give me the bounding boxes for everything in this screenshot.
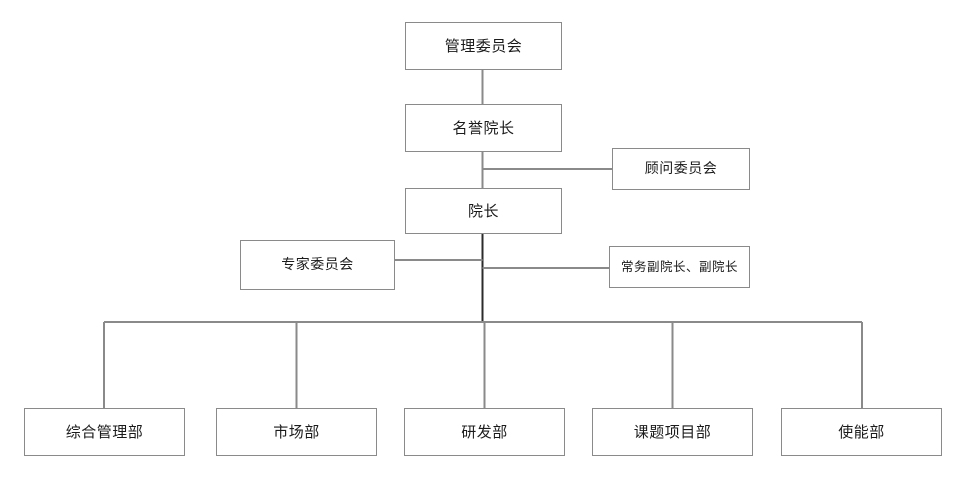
- node-dean-label: 院长: [467, 201, 499, 220]
- node-dept-project[interactable]: 课题项目部: [592, 408, 753, 456]
- node-vice-deans[interactable]: 常务副院长、副院长: [609, 246, 750, 288]
- node-dept-project-label: 课题项目部: [633, 422, 712, 441]
- node-expert-committee-label: 专家委员会: [281, 257, 354, 273]
- node-dept-general-management[interactable]: 综合管理部: [24, 408, 185, 456]
- node-dept-rd[interactable]: 研发部: [404, 408, 565, 456]
- node-honorary-dean-label: 名誉院长: [452, 118, 515, 137]
- node-honorary-dean[interactable]: 名誉院长: [405, 104, 562, 152]
- node-dean[interactable]: 院长: [405, 188, 562, 234]
- node-management-committee[interactable]: 管理委员会: [405, 22, 562, 70]
- node-vice-deans-label: 常务副院长、副院长: [620, 258, 738, 274]
- node-expert-committee[interactable]: 专家委员会: [240, 240, 395, 290]
- node-advisory-committee[interactable]: 顾问委员会: [612, 148, 750, 190]
- node-dept-rd-label: 研发部: [461, 422, 508, 441]
- node-dept-market-label: 市场部: [273, 422, 320, 441]
- node-management-committee-label: 管理委员会: [444, 36, 523, 55]
- node-dept-general-management-label: 综合管理部: [65, 422, 144, 441]
- node-dept-enabling[interactable]: 使能部: [781, 408, 942, 456]
- node-dept-market[interactable]: 市场部: [216, 408, 377, 456]
- node-dept-enabling-label: 使能部: [838, 422, 885, 441]
- node-advisory-committee-label: 顾问委员会: [644, 161, 718, 177]
